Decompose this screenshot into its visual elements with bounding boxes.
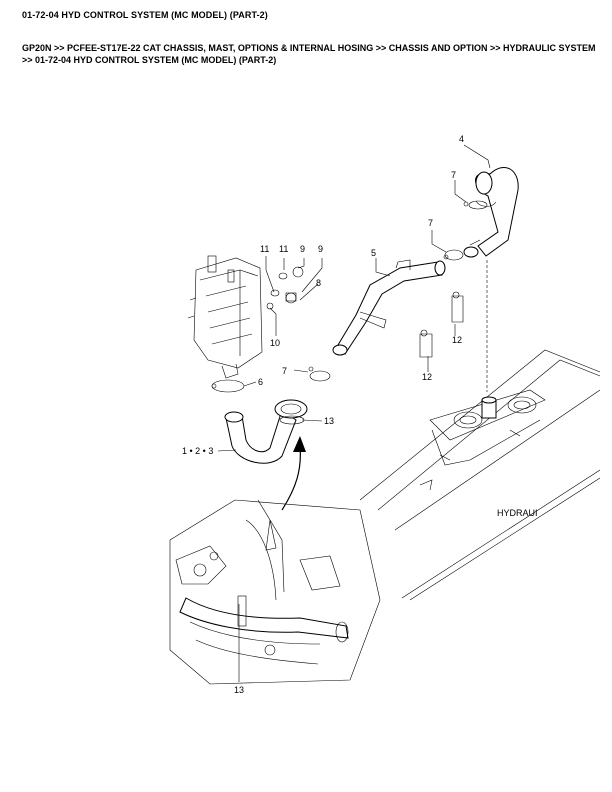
pipe-5 <box>332 259 446 356</box>
breadcrumb-separator: >> <box>489 43 503 53</box>
breadcrumb-separator: >> <box>22 54 36 65</box>
bracket-12-upper <box>451 291 464 323</box>
tank-label: HYDRAUI <box>497 508 538 518</box>
callout-13[interactable]: 13 <box>234 685 244 695</box>
clamp-7-top <box>463 200 488 210</box>
callout-11[interactable]: 11 <box>279 244 288 254</box>
callout-1-2-3[interactable]: 1 • 2 • 3 <box>182 446 213 456</box>
breadcrumb: GP20N >> PCFEE-ST17E-22 CAT CHASSIS, MAS… <box>22 43 602 66</box>
callout-7[interactable]: 7 <box>282 366 287 376</box>
clamp-6 <box>211 379 245 393</box>
control-valve <box>187 255 263 379</box>
callout-9[interactable]: 9 <box>300 244 305 254</box>
callout-9[interactable]: 9 <box>318 244 323 254</box>
breadcrumb-item-hydraulic-system[interactable]: HYDRAULIC SYSTEM <box>502 43 596 53</box>
clamp-7-middle <box>443 249 464 261</box>
bracket-12-lower <box>419 329 433 358</box>
breadcrumb-item-chassis-mast[interactable]: PCFEE-ST17E-22 CAT CHASSIS, MAST, OPTION… <box>67 43 376 53</box>
callout-13[interactable]: 13 <box>324 416 334 426</box>
leader-lines <box>217 144 491 682</box>
callout-6[interactable]: 6 <box>258 377 263 387</box>
callout-4[interactable]: 4 <box>459 134 464 144</box>
breadcrumb-separator: >> <box>375 43 389 53</box>
hose-1-2-3 <box>224 399 308 464</box>
callout-5[interactable]: 5 <box>371 248 376 258</box>
callout-12[interactable]: 12 <box>422 372 432 382</box>
chassis-photo-inset <box>169 499 381 685</box>
hydraulic-tank <box>359 349 601 601</box>
breadcrumb-item-current: 01-72-04 HYD CONTROL SYSTEM (MC MODEL) (… <box>35 54 277 65</box>
page-title: 01-72-04 HYD CONTROL SYSTEM (MC MODEL) (… <box>22 10 268 20</box>
callout-7[interactable]: 7 <box>451 170 456 180</box>
clamp-7-lower <box>308 366 331 382</box>
breadcrumb-separator: >> <box>54 43 68 53</box>
breadcrumb-item-chassis-option[interactable]: CHASSIS AND OPTION <box>388 43 490 53</box>
fittings-8-9-10-11 <box>266 266 304 310</box>
hose-4 <box>463 167 519 258</box>
callout-11[interactable]: 11 <box>260 244 269 254</box>
callout-10[interactable]: 10 <box>270 338 280 348</box>
callout-8[interactable]: 8 <box>316 278 321 288</box>
callout-12[interactable]: 12 <box>452 335 462 345</box>
callout-7[interactable]: 7 <box>428 218 433 228</box>
breadcrumb-item-model[interactable]: GP20N <box>22 43 55 53</box>
